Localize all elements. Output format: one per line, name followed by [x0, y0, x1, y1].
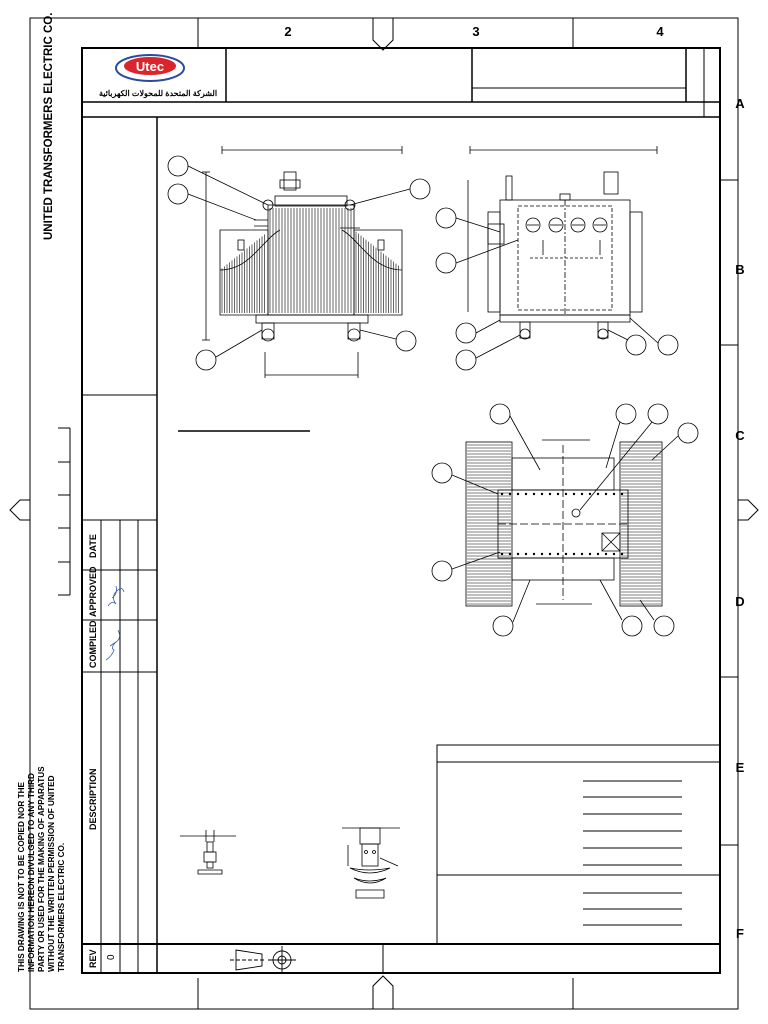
company-name-vertical: UNITED TRANSFORMERS ELECTRIC CO.: [43, 13, 55, 240]
front-view: [167, 146, 431, 378]
disclaimer: THIS DRAWING IS NOT TO BE COPIED NOR THE…: [17, 766, 66, 972]
front-view-radiator-fins: [221, 208, 399, 313]
centering-marks: [9, 18, 759, 1009]
disclaimer-line-3: PARTY OR USED FOR THE MAKING OF APPARATU…: [37, 766, 46, 972]
compiled-label: COMPILED: [88, 620, 98, 668]
disclaimer-line-1: THIS DRAWING IS NOT TO BE COPIED NOR THE: [17, 781, 26, 972]
title-block: [436, 744, 721, 945]
company-logo: Utec الشركة المتحدة للمحولات الكهربائية: [99, 54, 217, 99]
disclaimer-line-5: TRANSFORMERS ELECTRIC CO.: [57, 843, 66, 972]
plan-view-bolt-holes: [500, 492, 624, 556]
compiled-signature: [105, 629, 120, 661]
disclaimer-line-2: INFORMATION HEREON DIVULGED TO ANY THIRD: [27, 773, 36, 972]
top-centering-arrow: [372, 18, 394, 51]
sheet-frame: [29, 17, 739, 1010]
detail-view-bushing: [342, 827, 400, 899]
disclaimer-line-4: WITHOUT THE WRITTEN PERMISSION OF UNITED: [47, 775, 56, 972]
row-marker-f: F: [736, 926, 744, 941]
bottom-centering-arrow: [372, 975, 394, 1009]
logo-arabic-text: الشركة المتحدة للمحولات الكهربائية: [99, 89, 217, 99]
plan-view: [431, 403, 699, 637]
column-markers: 2 3 4: [284, 24, 664, 39]
date-label: DATE: [88, 534, 98, 558]
projection-symbol: [230, 946, 296, 974]
rev-label: REV: [88, 949, 98, 968]
drawing-border: [81, 47, 721, 974]
column-marker-4: 4: [656, 24, 664, 39]
row-marker-b: B: [735, 262, 744, 277]
row-marker-a: A: [735, 96, 745, 111]
revision-block: [82, 519, 157, 973]
column-marker-2: 2: [284, 24, 291, 39]
detail-view-terminal: [180, 830, 236, 875]
description-label: DESCRIPTION: [88, 768, 98, 830]
right-centering-arrow: [738, 499, 759, 521]
left-centering-arrow: [9, 499, 30, 521]
row-marker-d: D: [735, 594, 744, 609]
approved-signature: [107, 585, 125, 607]
side-view: [435, 146, 679, 371]
plan-view-radiator-fins: [467, 444, 661, 605]
rev-value: 0: [106, 954, 117, 960]
row-marker-e: E: [736, 760, 745, 775]
row-markers: A B C D E F: [735, 96, 745, 941]
column-marker-3: 3: [472, 24, 479, 39]
approved-label: APPROVED: [88, 566, 98, 617]
row-marker-c: C: [735, 428, 745, 443]
logo-text: Utec: [136, 59, 164, 74]
